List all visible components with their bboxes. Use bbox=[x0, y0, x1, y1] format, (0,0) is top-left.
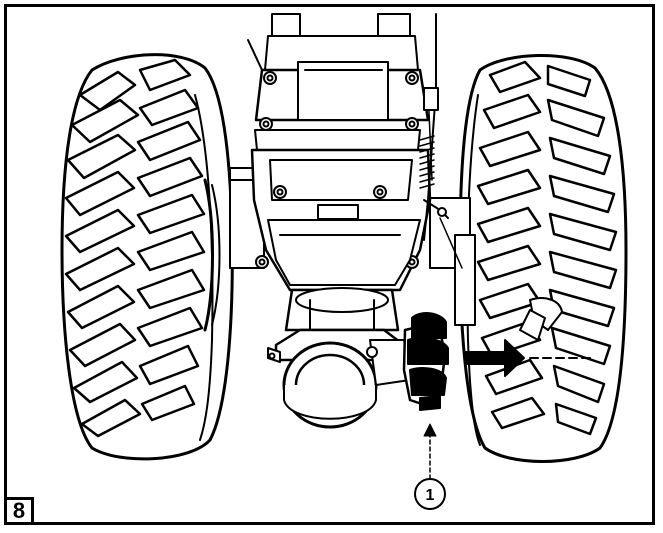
callout-1-label: 1 bbox=[426, 487, 435, 504]
direction-arrow bbox=[464, 339, 596, 377]
gearbox bbox=[250, 13, 432, 292]
callout-1: 1 bbox=[414, 423, 446, 510]
figure-frame bbox=[4, 4, 655, 525]
right-tire bbox=[458, 54, 628, 463]
figure-number: 8 bbox=[4, 497, 34, 525]
pto-flange bbox=[267, 287, 411, 429]
control-cable bbox=[247, 13, 463, 269]
left-tire bbox=[60, 53, 234, 461]
axle-housing bbox=[203, 167, 476, 332]
selector-knob bbox=[402, 312, 449, 411]
